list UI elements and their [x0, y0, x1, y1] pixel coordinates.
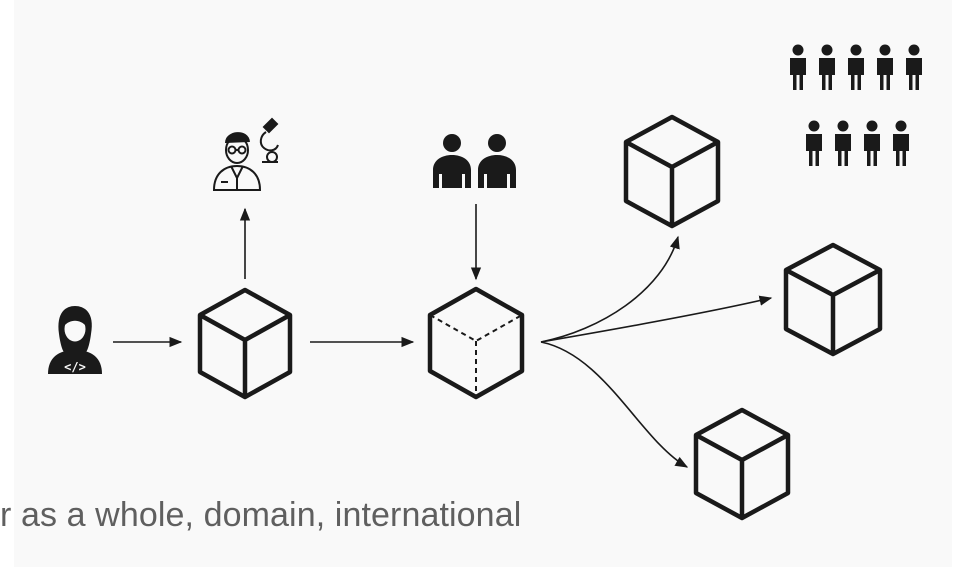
deployment-cube-middle	[783, 242, 883, 357]
model-cube-icon	[197, 287, 293, 400]
right-margin-strip	[952, 0, 958, 567]
deployment-cube-bottom	[693, 407, 791, 521]
arrow-to-deployment-bottom	[540, 341, 689, 468]
arrow-to-deployment-top	[540, 235, 680, 343]
two-people-icon	[433, 134, 516, 188]
scientist-icon	[212, 117, 279, 191]
left-margin-strip	[0, 0, 14, 567]
deployment-cube-top	[623, 114, 721, 229]
transparent-cube-icon	[427, 286, 525, 400]
arrow-to-deployment-middle	[540, 295, 773, 343]
female-developer-icon: </>	[48, 306, 102, 374]
svg-text:</>: </>	[64, 360, 86, 374]
caption-text: r as a whole, domain, international	[0, 496, 522, 534]
